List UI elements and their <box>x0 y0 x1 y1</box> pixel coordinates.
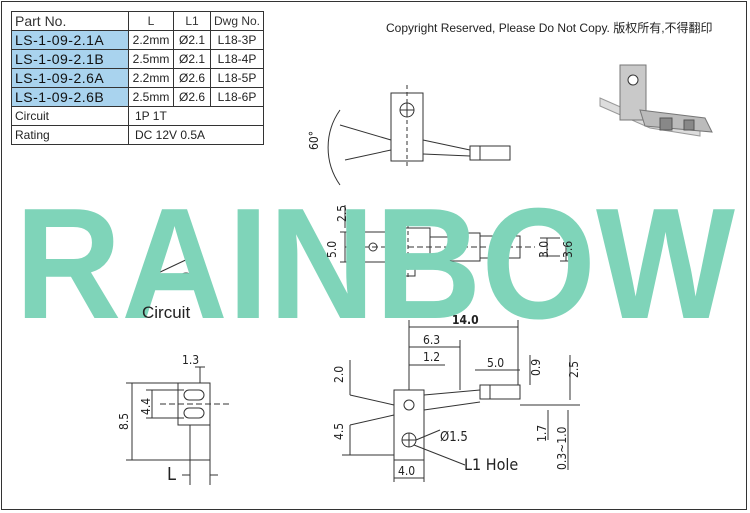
rating-label: Rating <box>11 125 129 145</box>
dim-0-9: 0.9 <box>529 359 543 376</box>
dim-hole-diameter: Ø1.5 <box>440 430 468 445</box>
table-row: LS-1-09-2.1B 2.5mm Ø2.1 L18-4P <box>11 49 265 69</box>
rating-value: DC 12V 0.5A <box>127 125 265 145</box>
circuit-caption: Circuit <box>142 303 190 322</box>
dwg-cell: L18-5P <box>209 68 265 88</box>
dim-l-label: L <box>167 464 176 485</box>
dim-5-0-bottom: 5.0 <box>487 356 504 370</box>
dim-angle: 60° <box>307 131 321 150</box>
table-row: LS-1-09-2.1A 2.2mm Ø2.1 L18-3P <box>11 30 265 50</box>
dim-2-0: 2.0 <box>332 366 346 383</box>
dim-8-5: 8.5 <box>117 413 131 430</box>
bottom-view <box>342 320 580 482</box>
dim-l1-hole: L1 Hole <box>464 455 518 474</box>
rating-row: Rating DC 12V 0.5A <box>11 125 265 145</box>
dim-1-7: 1.7 <box>535 425 549 442</box>
watermark: RAINBOW <box>15 176 735 352</box>
front-view <box>126 366 230 485</box>
l-cell: 2.2mm <box>128 68 174 88</box>
product-photo <box>599 64 713 137</box>
dim-14-0: 14.0 <box>452 313 479 327</box>
dim-5-0-left: 5.0 <box>325 241 339 258</box>
top-view <box>327 85 511 186</box>
dim-4-0: 4.0 <box>398 464 415 478</box>
l1-cell: Ø2.6 <box>173 68 211 88</box>
l1-cell: Ø2.6 <box>173 87 211 107</box>
dim-2-5-top: 2.5 <box>335 205 349 222</box>
dim-1-3: 1.3 <box>182 353 199 367</box>
dim-3-6: 3.6 <box>561 241 575 258</box>
dim-4-4: 4.4 <box>139 398 153 415</box>
dim-2-5-right: 2.5 <box>567 361 581 378</box>
spec-table: Part No. L L1 Dwg No. LS-1-09-2.1A 2.2mm… <box>11 11 265 145</box>
dim-4-5: 4.5 <box>332 423 346 440</box>
header-dwg: Dwg No. <box>209 11 265 31</box>
side-view <box>340 205 572 280</box>
dim-1-2: 1.2 <box>423 350 440 364</box>
part-no-cell: LS-1-09-2.1B <box>11 49 129 69</box>
part-no-cell: LS-1-09-2.1A <box>11 30 129 50</box>
copyright-notice: Copyright Reserved, Please Do Not Copy. … <box>386 21 713 35</box>
circuit-label: Circuit <box>11 106 129 126</box>
dim-range: 0.3~1.0 <box>555 426 569 470</box>
dwg-cell: L18-3P <box>209 30 265 50</box>
dim-3-0: 3.0 <box>537 241 551 258</box>
part-no-cell: LS-1-09-2.6B <box>11 87 129 107</box>
table-row: LS-1-09-2.6A 2.2mm Ø2.6 L18-5P <box>11 68 265 88</box>
dim-6-3: 6.3 <box>423 333 440 347</box>
circuit-symbol <box>144 256 194 288</box>
table-row: LS-1-09-2.6B 2.5mm Ø2.6 L18-6P <box>11 87 265 107</box>
